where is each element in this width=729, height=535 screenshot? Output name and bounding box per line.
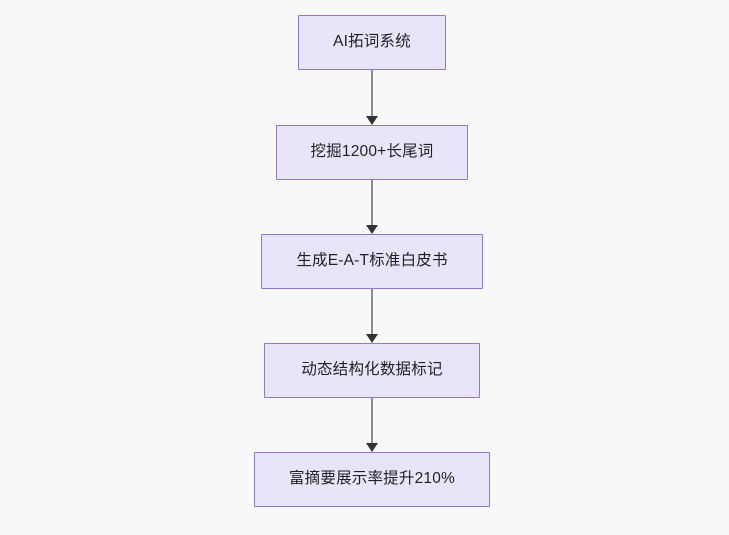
flowchart-node-label: 生成E-A-T标准白皮书 xyxy=(296,252,448,270)
flowchart-node-label: 富摘要展示率提升210% xyxy=(288,470,456,488)
edge-n3-n4 xyxy=(366,289,378,343)
flowchart-node-rich-snippet-impression-uplift[interactable]: 富摘要展示率提升210% xyxy=(254,452,490,507)
flowchart-node-label: 挖掘1200+长尾词 xyxy=(310,143,434,161)
flowchart-node-dynamic-structured-data-markup[interactable]: 动态结构化数据标记 xyxy=(264,343,480,398)
edge-n2-n3 xyxy=(366,180,378,234)
flowchart-node-ai-keyword-system[interactable]: AI拓词系统 xyxy=(298,15,446,70)
edge-n1-n2 xyxy=(366,70,378,125)
edge-n4-n5 xyxy=(366,398,378,452)
flowchart-node-label: AI拓词系统 xyxy=(333,33,411,51)
arrowhead-icon xyxy=(366,443,378,452)
flowchart-node-generate-eat-whitepaper[interactable]: 生成E-A-T标准白皮书 xyxy=(261,234,483,289)
flowchart-node-label: 动态结构化数据标记 xyxy=(301,361,443,379)
arrowhead-icon xyxy=(366,225,378,234)
arrowhead-icon xyxy=(366,116,378,125)
flowchart-node-mine-longtail-keywords[interactable]: 挖掘1200+长尾词 xyxy=(276,125,468,180)
arrowhead-icon xyxy=(366,334,378,343)
